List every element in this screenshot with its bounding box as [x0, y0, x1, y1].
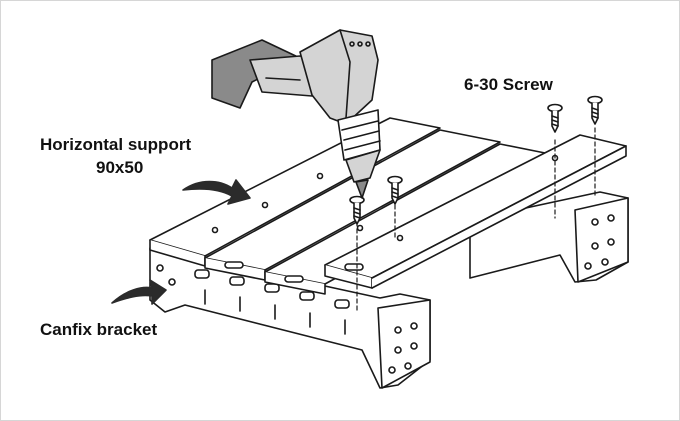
front-canfix-bracket	[149, 247, 431, 389]
screw-label: 6-30 Screw	[464, 75, 553, 94]
screw-icon	[349, 195, 365, 225]
screw-icon	[587, 95, 603, 125]
pointer-arrow-icon	[111, 279, 167, 305]
screw-icon	[547, 103, 563, 133]
horizontal-support-size-label: 90x50	[96, 158, 144, 177]
pointer-arrow-icon	[182, 179, 251, 205]
screw-guide-lines	[356, 127, 596, 311]
screw-icon	[387, 175, 403, 205]
canfix-bracket-label: Canfix bracket	[40, 320, 158, 339]
horizontal-support-label: Horizontal support	[40, 135, 192, 154]
screws	[349, 95, 603, 225]
cordless-drill-icon	[211, 29, 381, 199]
